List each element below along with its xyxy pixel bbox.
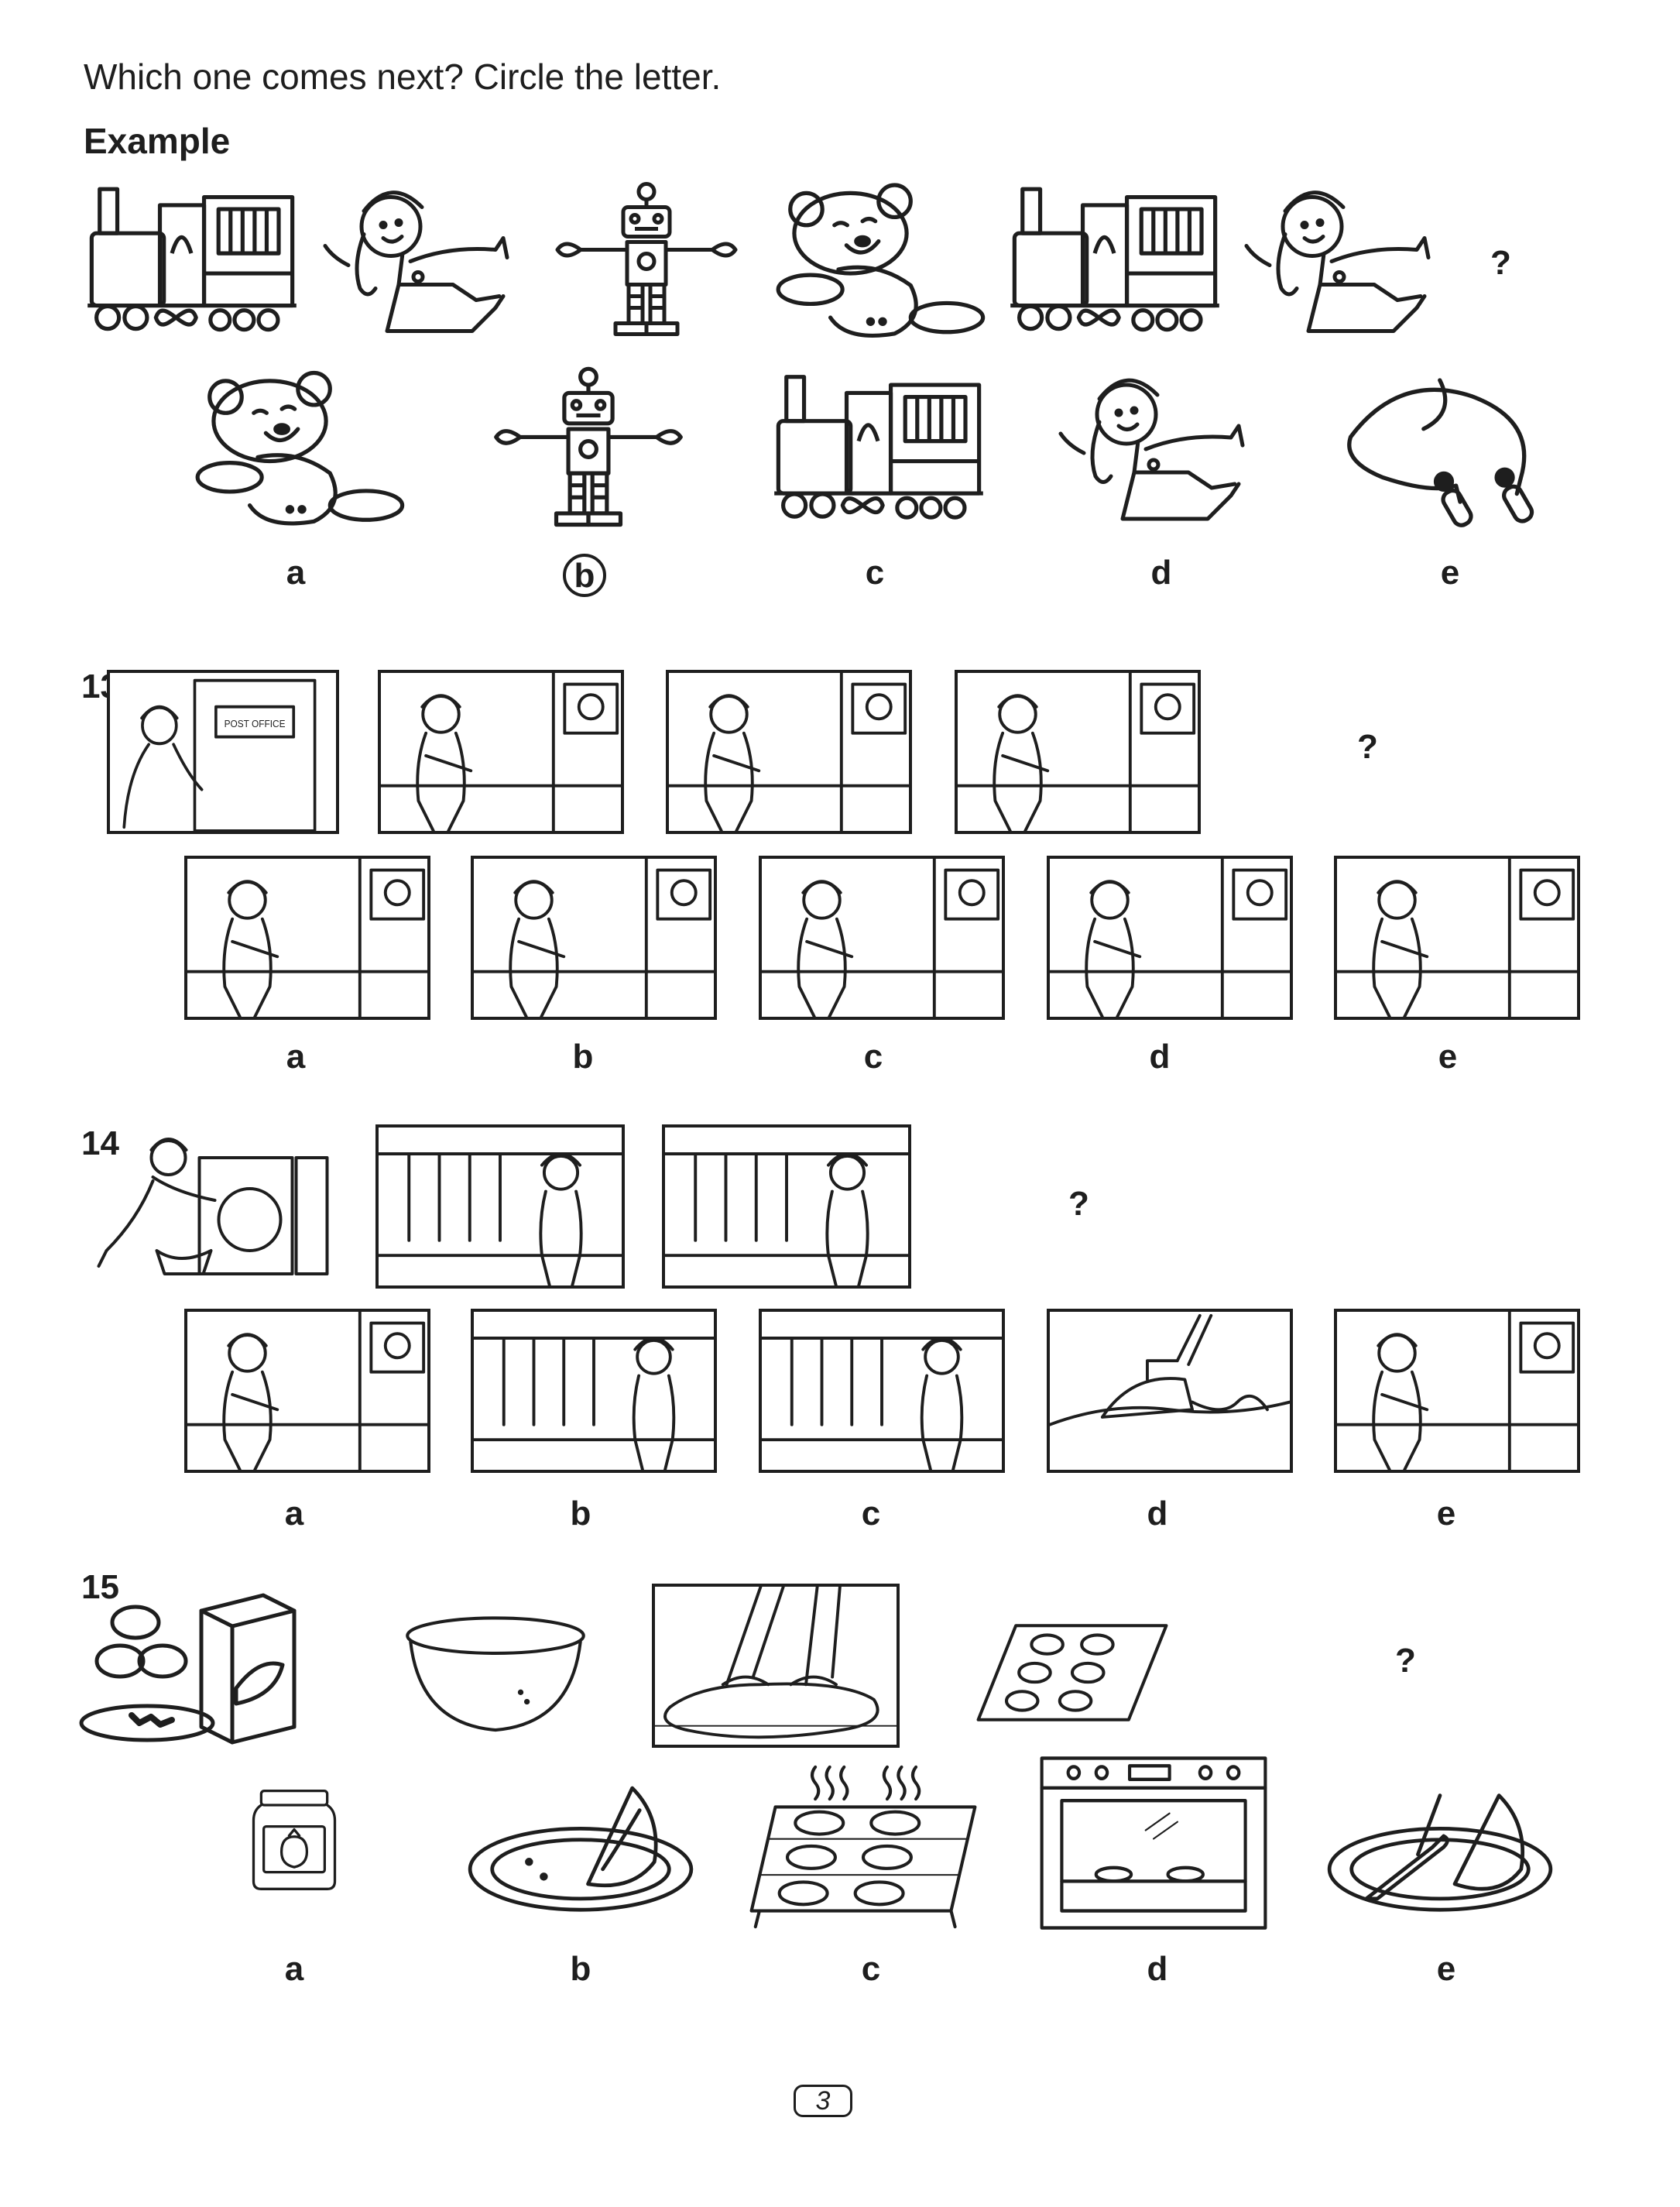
question-number-15: 15	[81, 1568, 119, 1606]
teddy-bear-icon	[774, 174, 991, 348]
girl-icon[interactable]	[1053, 364, 1262, 534]
option-scene-paying-at-counter[interactable]	[1047, 856, 1293, 1020]
page-number: 3	[794, 2085, 852, 2117]
q14-option-c[interactable]: c	[861, 1495, 881, 1533]
q15-option-e[interactable]: e	[1436, 1950, 1456, 1988]
skipping-rope-icon[interactable]	[1328, 364, 1560, 534]
q13-option-e[interactable]: e	[1438, 1038, 1458, 1076]
option-letter-a[interactable]: a	[286, 554, 306, 592]
girl-icon	[1239, 174, 1448, 348]
robot-icon	[542, 174, 751, 348]
option-scene-two-in-queue[interactable]	[184, 856, 430, 1020]
question-number-14: 14	[81, 1124, 119, 1162]
plate-with-knife-icon[interactable]	[1316, 1773, 1564, 1928]
robot-icon[interactable]	[480, 364, 697, 534]
q13-option-c[interactable]: c	[863, 1038, 883, 1076]
jam-jar-icon[interactable]	[213, 1750, 375, 1928]
q15-option-b[interactable]: b	[570, 1950, 591, 1988]
scene-carrying-laundry-basket	[375, 1124, 625, 1289]
q13-option-b[interactable]: b	[572, 1038, 594, 1076]
cookie-tray-icon	[945, 1607, 1200, 1738]
example-question-mark: ?	[1490, 244, 1511, 282]
q14-option-b[interactable]: b	[570, 1495, 591, 1533]
question-13-mark: ?	[1357, 728, 1378, 766]
kneading-dough-icon	[652, 1584, 900, 1748]
question-14-mark: ?	[1068, 1185, 1089, 1223]
q15-option-c[interactable]: c	[861, 1950, 881, 1988]
scene-entering-post-office: POST OFFICE	[107, 670, 339, 834]
hot-cookies-icon[interactable]	[735, 1758, 991, 1936]
option-scene-clothes-on-line[interactable]	[471, 1309, 717, 1473]
mixing-bowl-icon	[395, 1603, 596, 1750]
girl-icon	[317, 174, 526, 348]
q14-option-e[interactable]: e	[1436, 1495, 1456, 1533]
option-letter-e[interactable]: e	[1440, 554, 1460, 592]
option-letter-b-circled[interactable]: b	[561, 554, 608, 597]
q13-option-d[interactable]: d	[1149, 1038, 1171, 1076]
option-scene-opening-post-office-door[interactable]	[1334, 856, 1580, 1020]
option-scene-leaving-post-office[interactable]	[471, 856, 717, 1020]
q15-option-d[interactable]: d	[1147, 1950, 1168, 1988]
instruction-text: Which one comes next? Circle the letter.	[84, 57, 722, 97]
q14-option-a[interactable]: a	[284, 1495, 304, 1533]
option-letter-d[interactable]: d	[1150, 554, 1172, 592]
example-title: Example	[84, 121, 231, 161]
option-scene-adding-detergent[interactable]	[1334, 1309, 1580, 1473]
scene-parcel-on-scale	[955, 670, 1201, 834]
ingredients-icon	[77, 1587, 325, 1750]
answer-circle: b	[563, 554, 606, 597]
scene-hanging-clothes	[662, 1124, 911, 1289]
post-office-sign: POST OFFICE	[225, 719, 286, 729]
option-scene-loading-washing-machine[interactable]	[184, 1309, 430, 1473]
q13-option-a[interactable]: a	[286, 1038, 306, 1076]
train-icon	[84, 174, 300, 348]
option-scene-entering-shop[interactable]	[759, 856, 1005, 1020]
option-scene-carrying-basket-outside[interactable]	[759, 1309, 1005, 1473]
scene-unloading-washing-machine	[89, 1127, 341, 1289]
scene-queue-at-counter	[378, 670, 624, 834]
question-15-mark: ?	[1395, 1642, 1416, 1680]
option-letter-c[interactable]: c	[865, 554, 885, 592]
train-icon[interactable]	[770, 364, 987, 534]
q15-option-a[interactable]: a	[284, 1950, 304, 1988]
train-icon	[1006, 174, 1223, 348]
option-scene-ironing[interactable]	[1047, 1309, 1293, 1473]
scene-longer-queue	[666, 670, 912, 834]
plate-with-slice-icon[interactable]	[457, 1773, 705, 1928]
oven-icon[interactable]	[1026, 1754, 1281, 1932]
q14-option-d[interactable]: d	[1147, 1495, 1168, 1533]
teddy-bear-icon[interactable]	[194, 364, 410, 534]
